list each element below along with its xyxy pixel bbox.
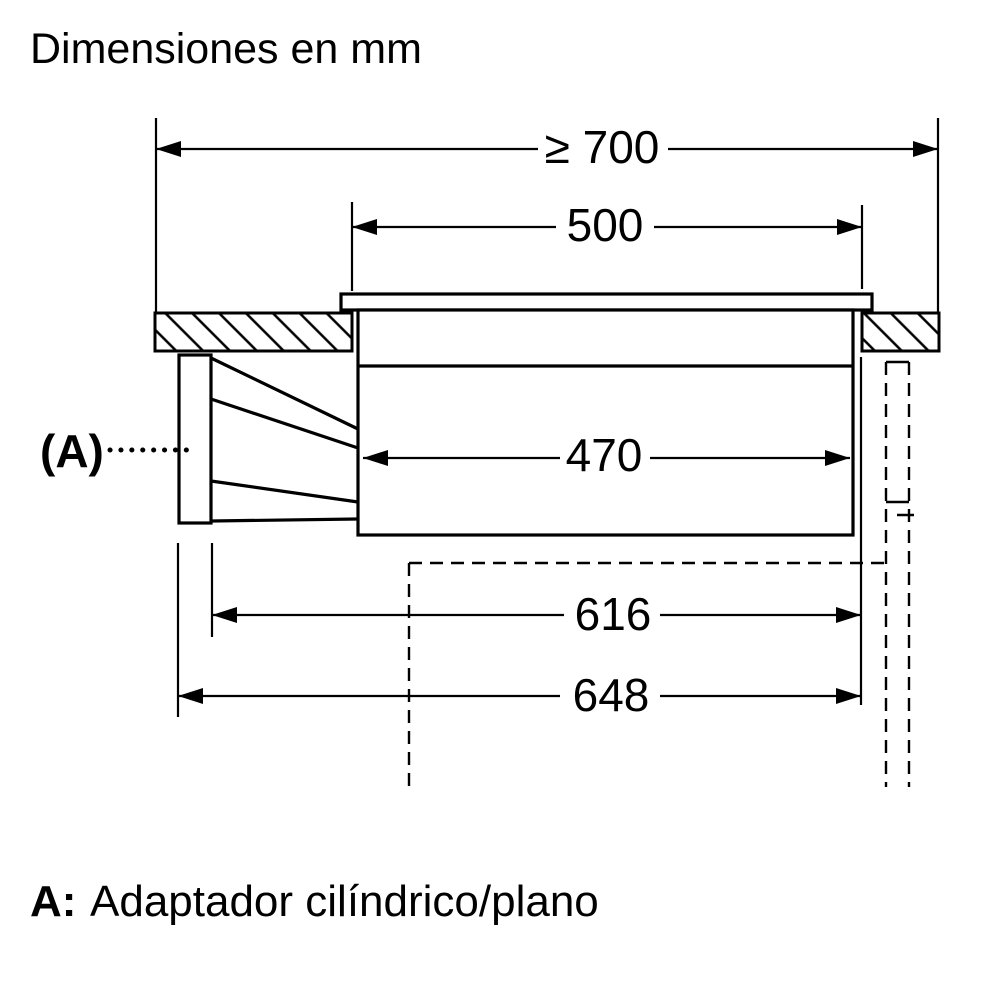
callout-a: (A) (40, 425, 198, 477)
page-title: Dimensiones en mm (30, 25, 422, 73)
worktop-left-section (153, 311, 354, 353)
hob-body (356, 308, 855, 537)
arrowhead-left (212, 607, 237, 623)
dimension-label-cutout-width: 500 (567, 199, 644, 251)
arrowhead-right (836, 688, 861, 704)
footnote-key: A: (30, 877, 76, 926)
arrowhead-right (913, 141, 938, 157)
adapter-cylindrical-flat (177, 353, 359, 525)
dimension-offset-inner: 616 (210, 543, 861, 640)
hob-body-outline (356, 308, 855, 537)
arrowhead-left (178, 688, 203, 704)
adapter-funnel-line-1 (210, 356, 359, 431)
adapter-funnel-line-4 (211, 517, 358, 523)
dimension-body-width: 470 (363, 429, 850, 481)
dimension-label-offset-outer: 648 (573, 669, 650, 721)
footnote: A: Adaptador cilíndrico/plano (30, 877, 599, 926)
hob-glass-plate (339, 292, 874, 312)
dimension-label-offset-inner: 616 (575, 588, 652, 640)
arrowhead-left (352, 219, 377, 235)
worktop-right-section (860, 311, 941, 353)
dimension-label-min-worktop-width: ≥ 700 (545, 121, 660, 173)
arrowhead-left (156, 141, 181, 157)
dimension-offset-outer: 648 (176, 543, 861, 721)
arrowhead-left (363, 450, 388, 466)
arrowhead-right (825, 450, 850, 466)
dimension-cutout-width: 500 (350, 199, 864, 291)
dimension-min-worktop-width: ≥ 700 (154, 118, 940, 313)
arrowhead-right (837, 219, 862, 235)
adapter-funnel-line-2 (210, 397, 359, 450)
callout-a-label: (A) (40, 425, 104, 477)
adapter-funnel-line-3 (210, 479, 359, 504)
niche-dashed-outline (407, 561, 886, 787)
adapter-flange (177, 353, 213, 525)
footnote-description: Adaptador cilíndrico/plano (90, 877, 599, 926)
dimension-label-body-width: 470 (566, 429, 643, 481)
worktop-cross-section (153, 311, 941, 353)
duct-dashed-outline (884, 360, 914, 787)
arrowhead-right (836, 607, 861, 623)
